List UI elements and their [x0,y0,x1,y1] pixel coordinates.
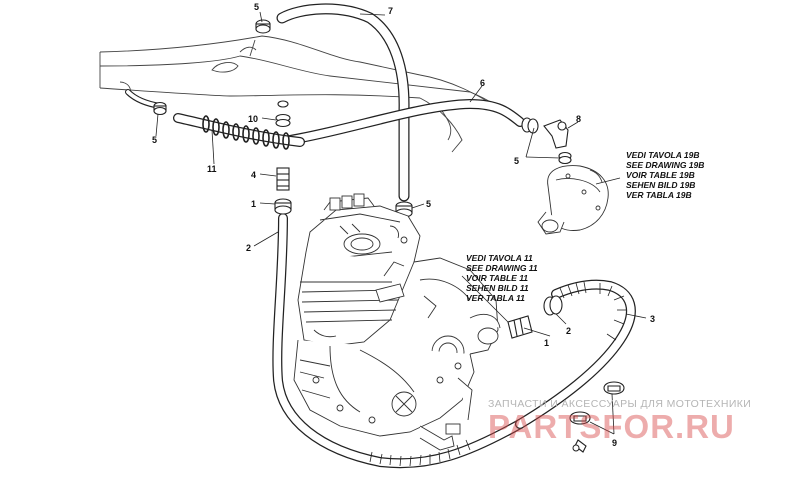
leader-lines [155,11,647,435]
watermark-logo: PARTSFOR.RU [488,408,735,445]
reference-line: VEDI TAVOLA 19B [626,150,700,160]
callout-10: 10 [248,114,258,124]
reference-line: SEE DRAWING 11 [466,263,538,273]
hose-3-sleeve [369,281,627,467]
reference-line: SEHEN BILD 11 [466,283,529,293]
callout-3: 3 [650,314,655,324]
reference-line: VER TABLA 19B [626,190,692,200]
callout-6: 6 [480,78,485,88]
callout-2-right: 2 [566,326,571,336]
callout-7: 7 [388,6,393,16]
callout-5-mid: 5 [426,199,431,209]
callout-9: 9 [612,438,617,448]
callout-1-left: 1 [251,199,256,209]
callout-5-right: 5 [514,156,519,166]
reference-line: VER TABLA 11 [466,293,525,303]
callout-1-right: 1 [544,338,549,348]
engine-block [293,193,501,451]
clamps [153,19,625,453]
reference-note-drawing-19b: VEDI TAVOLA 19B SEE DRAWING 19B VOIR TAB… [626,150,704,200]
thermostat-housing [537,165,609,235]
bolt [572,444,580,452]
watermark-caption: ЗАПЧАСТИ И АКСЕССУАРЫ ДЛЯ МОТОТЕХНИКИ [488,398,752,410]
callout-2-left: 2 [246,243,251,253]
reference-line: VOIR TABLE 11 [466,273,529,283]
callout-numbers: 5 7 6 10 5 11 4 1 2 5 8 5 3 2 1 9 [152,2,655,448]
callout-11: 11 [207,164,217,174]
callout-4: 4 [251,170,256,180]
spring-coil [202,115,290,150]
reference-line: SEHEN BILD 19B [626,180,696,190]
reference-note-drawing-11: VEDI TAVOLA 11 SEE DRAWING 11 VOIR TABLE… [466,253,538,303]
callout-5-top: 5 [254,2,259,12]
reference-line: VOIR TABLE 19B [626,170,695,180]
callout-5-left: 5 [152,135,157,145]
callout-8: 8 [576,114,581,124]
reference-line: SEE DRAWING 19B [626,160,705,170]
reference-line: VEDI TAVOLA 11 [466,253,533,263]
